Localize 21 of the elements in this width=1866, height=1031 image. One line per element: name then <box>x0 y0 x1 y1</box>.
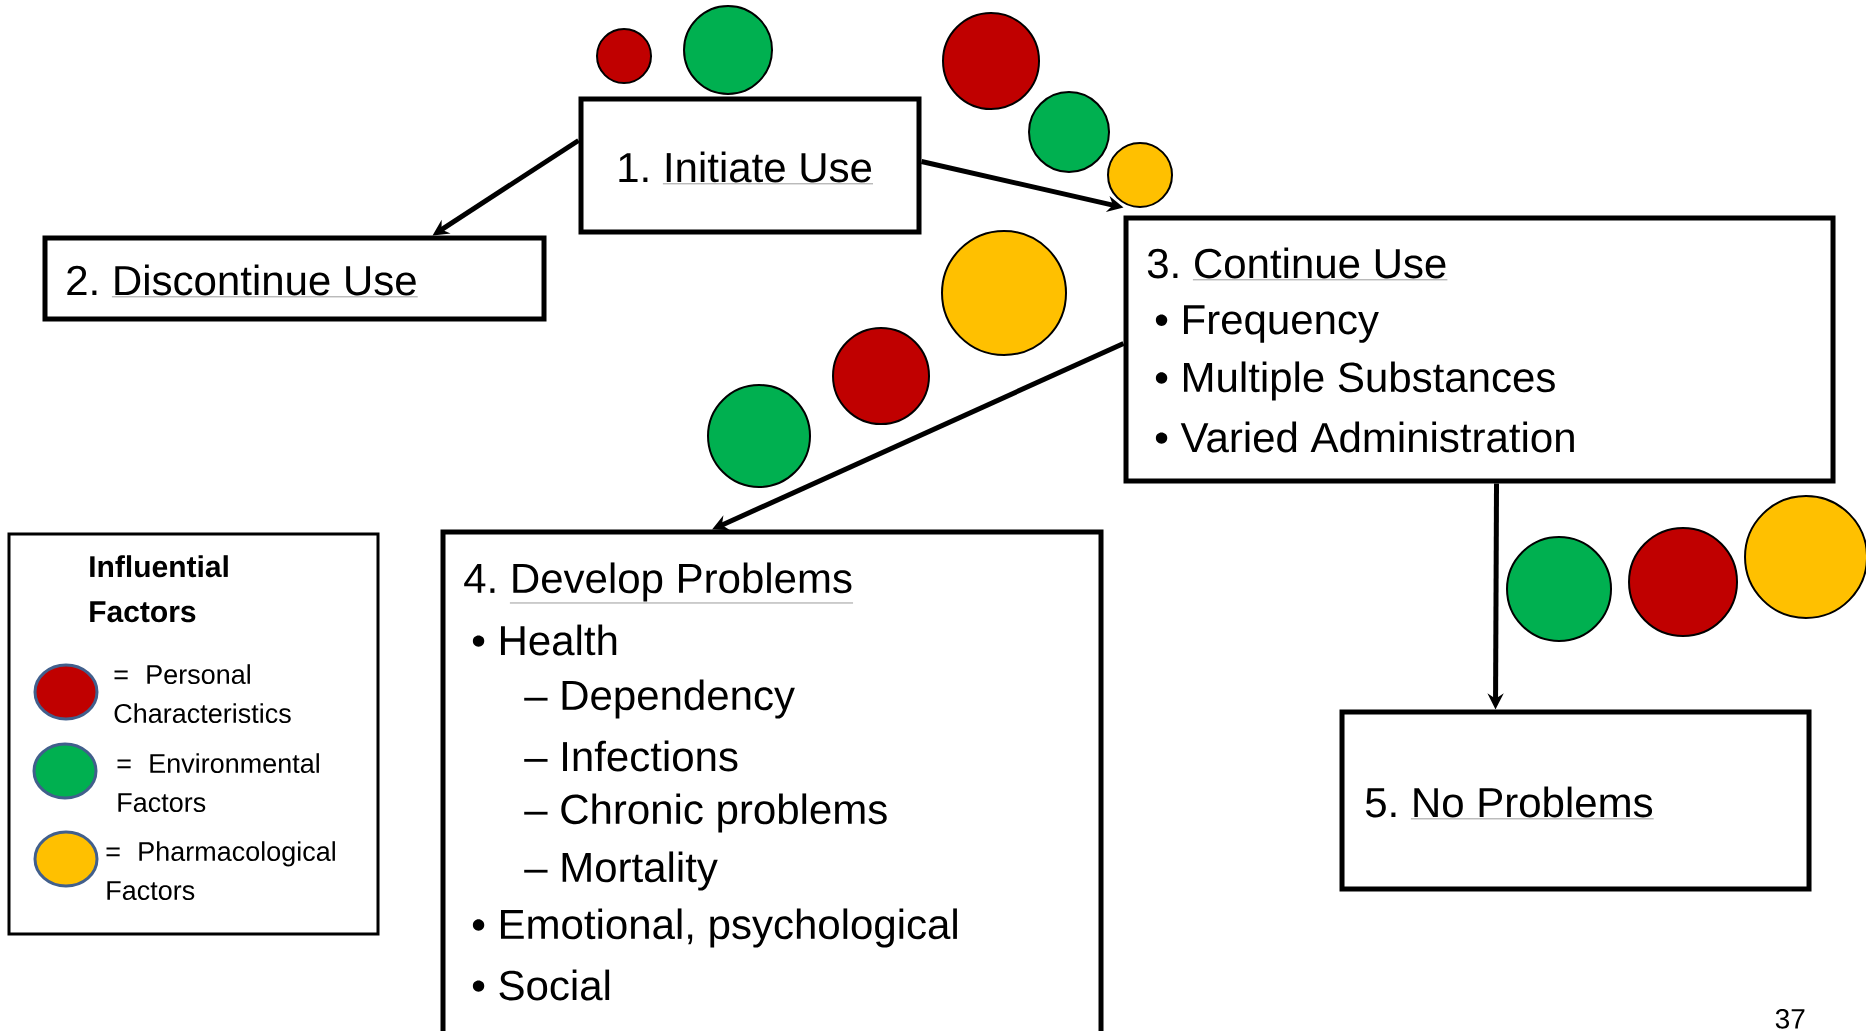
legend-text: = Personal Characteristics <box>114 664 291 724</box>
factor-dot <box>1628 527 1738 637</box>
factor-dot <box>707 384 811 488</box>
factor-dot <box>1744 495 1866 619</box>
process-box: 4. Develop Problems • Health – Dependency – Infections – Chronic problems – Mortality • Emotional, psychological • Social <box>440 529 1104 1031</box>
process-box: 5. No Problems <box>1339 709 1812 892</box>
page-number: 37 <box>1775 1009 1805 1029</box>
legend-text: = Environmental Factors <box>117 753 319 813</box>
factor-dot <box>1028 91 1110 173</box>
process-box: 1. Initiate Use <box>578 96 922 235</box>
process-box: 2. Discontinue Use <box>42 235 547 322</box>
legend-title: Influential Factors <box>90 555 228 623</box>
process-box: 3. Continue Use • Frequency • Multiple Substances • Varied Administration <box>1123 215 1836 484</box>
factor-dot <box>941 230 1067 356</box>
factor-dot <box>596 28 652 84</box>
factor-dot <box>1506 536 1612 642</box>
factor-dot <box>832 327 930 425</box>
factor-dot <box>1107 142 1173 208</box>
factor-dot <box>942 12 1040 110</box>
factor-dot <box>683 5 773 95</box>
legend-text: = Pharmacological Factors <box>106 841 335 901</box>
